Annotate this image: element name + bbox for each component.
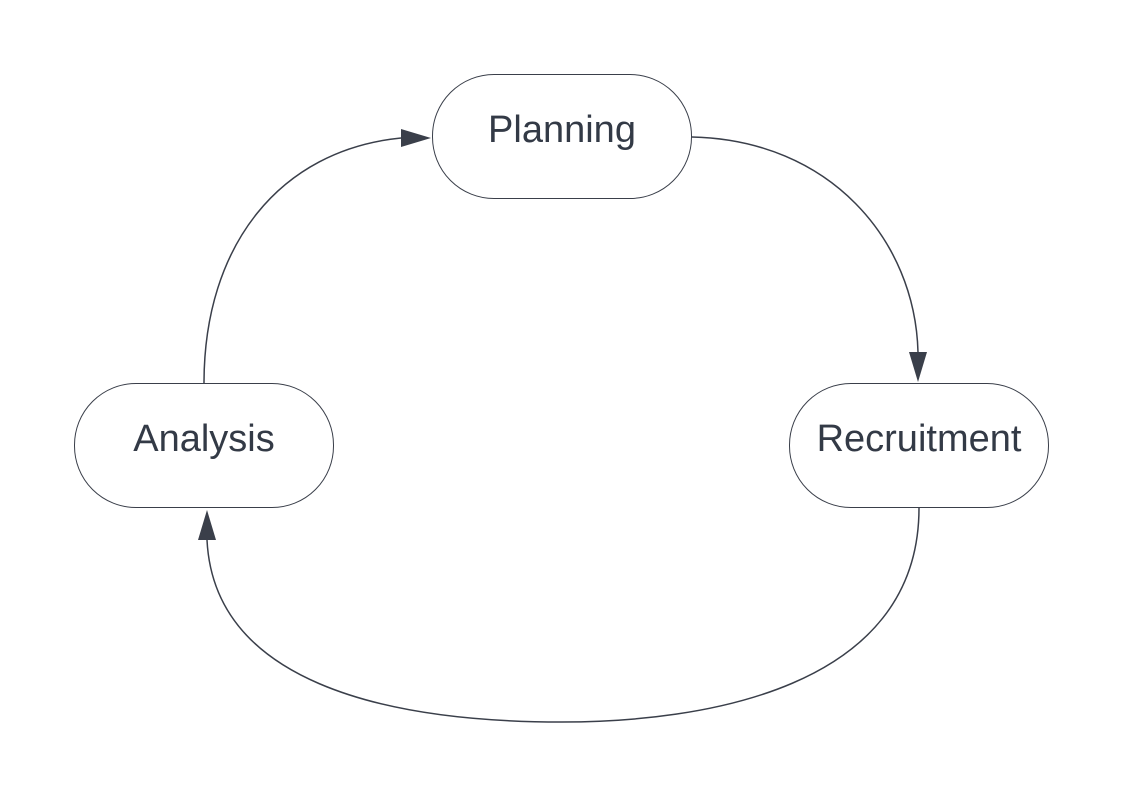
edge-analysis-to-planning [203, 137, 402, 384]
node-planning[interactable]: Planning [432, 74, 692, 199]
node-label-analysis: Analysis [133, 418, 275, 460]
node-label-planning: Planning [488, 109, 636, 151]
arrowhead-into-planning [401, 129, 431, 147]
edge-planning-to-recruitment [691, 136, 919, 353]
edge-recruitment-to-analysis [206, 507, 920, 723]
node-analysis[interactable]: Analysis [74, 383, 334, 508]
arrowhead-into-recruitment [909, 352, 927, 382]
node-recruitment[interactable]: Recruitment [789, 383, 1049, 508]
node-label-recruitment: Recruitment [816, 418, 1022, 460]
arrowhead-into-analysis [198, 510, 216, 540]
